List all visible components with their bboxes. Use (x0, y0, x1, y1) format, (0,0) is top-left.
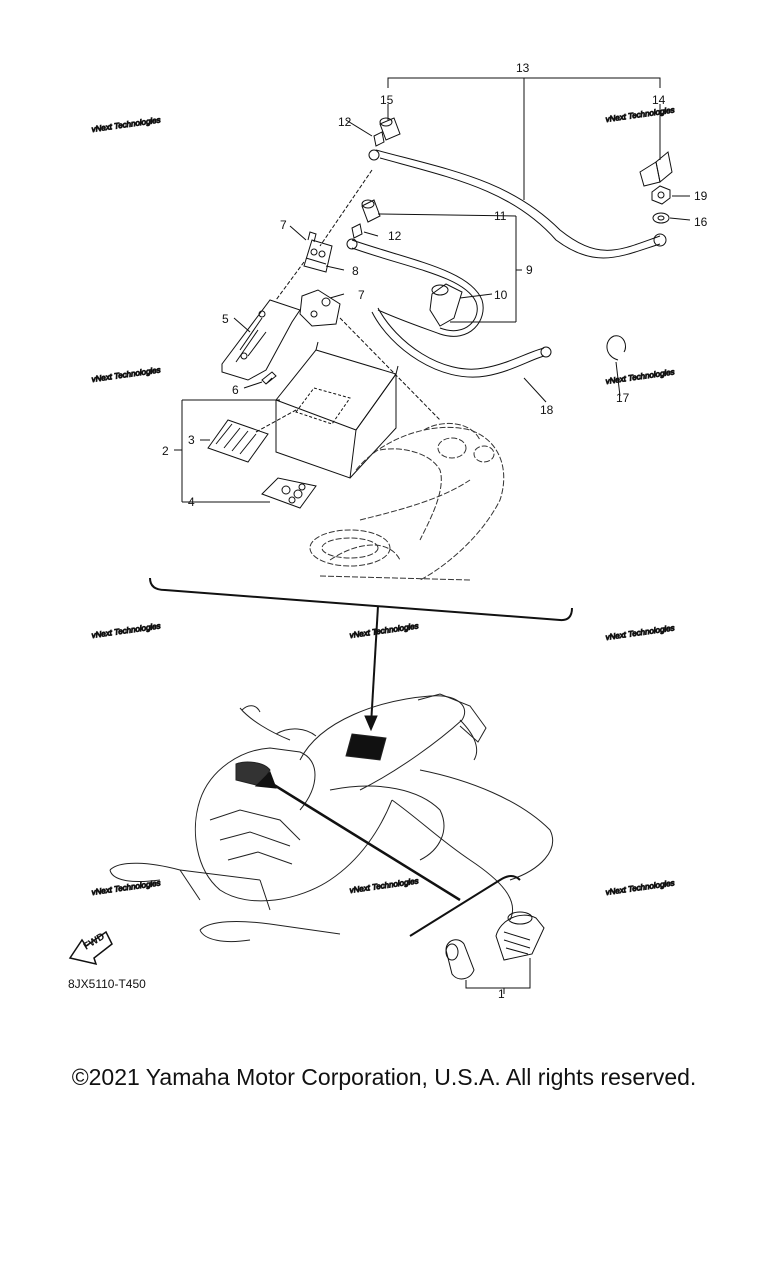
diagram-part-code: 8JX5110-T450 (68, 977, 146, 991)
watermark-group: vNext Technologies vNext Technologies vN… (91, 105, 676, 898)
terminal-cover (379, 117, 401, 141)
callout-2: 2 (162, 444, 169, 458)
relay-bracket (299, 289, 341, 327)
watermark: vNext Technologies (91, 621, 161, 640)
callout-12: 12 (338, 115, 352, 129)
charger-detail-frame (409, 875, 521, 937)
callout-1: 1 (498, 987, 505, 1001)
callout-9: 9 (526, 263, 533, 277)
watermark: vNext Technologies (349, 621, 419, 640)
callout-5: 5 (222, 312, 229, 326)
callout-6: 6 (232, 383, 239, 397)
battery-hardware-kit (261, 477, 317, 509)
detail-pointer-arrow (364, 715, 378, 732)
callout-7: 7 (280, 218, 287, 232)
washer (652, 212, 670, 224)
callout-15: 15 (380, 93, 394, 107)
detail-frame (149, 577, 573, 622)
watermark: vNext Technologies (605, 623, 675, 642)
ground-cable (371, 307, 552, 378)
battery (275, 341, 399, 479)
watermark: vNext Technologies (349, 876, 419, 895)
positive-battery-cable (368, 149, 667, 259)
starter-relay (303, 231, 333, 273)
leader (255, 409, 297, 433)
callout-12: 12 (388, 229, 402, 243)
callout-14: 14 (652, 93, 666, 107)
callout-4: 4 (188, 495, 195, 509)
dc-outlet-socket (495, 911, 545, 961)
forward-arrow-icon (68, 930, 113, 966)
watermark: vNext Technologies (605, 367, 675, 386)
callout-labels: 1 2 3 4 5 6 7 7 8 9 10 11 12 12 13 14 15… (162, 61, 708, 1001)
callout-10: 10 (494, 288, 508, 302)
socket-nut (445, 939, 475, 980)
callout-19: 19 (694, 189, 708, 203)
callout-8: 8 (352, 264, 359, 278)
small-cap (373, 131, 385, 147)
callout-13: 13 (516, 61, 530, 75)
battery-label-sticker (207, 419, 269, 463)
callout-16: 16 (694, 215, 708, 229)
charger-pointer-line (265, 778, 461, 902)
callout-7: 7 (358, 288, 365, 302)
detail-pointer-line (370, 605, 379, 726)
small-cap (351, 223, 363, 239)
leader-lines (174, 104, 691, 503)
callout-11: 11 (494, 209, 507, 223)
callout-3: 3 (188, 433, 195, 447)
parts-diagram: vNext Technologies vNext Technologies vN… (68, 61, 708, 1001)
callout-18: 18 (540, 403, 554, 417)
vehicle-body-detail (309, 422, 505, 581)
watermark: vNext Technologies (91, 365, 161, 384)
watermark: vNext Technologies (605, 105, 675, 124)
terminal-cover (639, 151, 673, 187)
watermark: vNext Technologies (605, 878, 675, 897)
bolt (261, 371, 277, 385)
nut (651, 185, 671, 205)
charger-pointer-arrow (254, 771, 277, 789)
cable-clip (606, 335, 627, 361)
terminal-cover (429, 283, 463, 327)
copyright-notice: ©2021 Yamaha Motor Corporation, U.S.A. A… (71, 1064, 697, 1090)
battery-bracket (221, 299, 301, 381)
callout-bracket (465, 958, 531, 989)
snowmobile-overview (109, 693, 554, 943)
terminal-cover (361, 199, 381, 223)
callout-17: 17 (616, 391, 630, 405)
watermark: vNext Technologies (91, 115, 161, 134)
